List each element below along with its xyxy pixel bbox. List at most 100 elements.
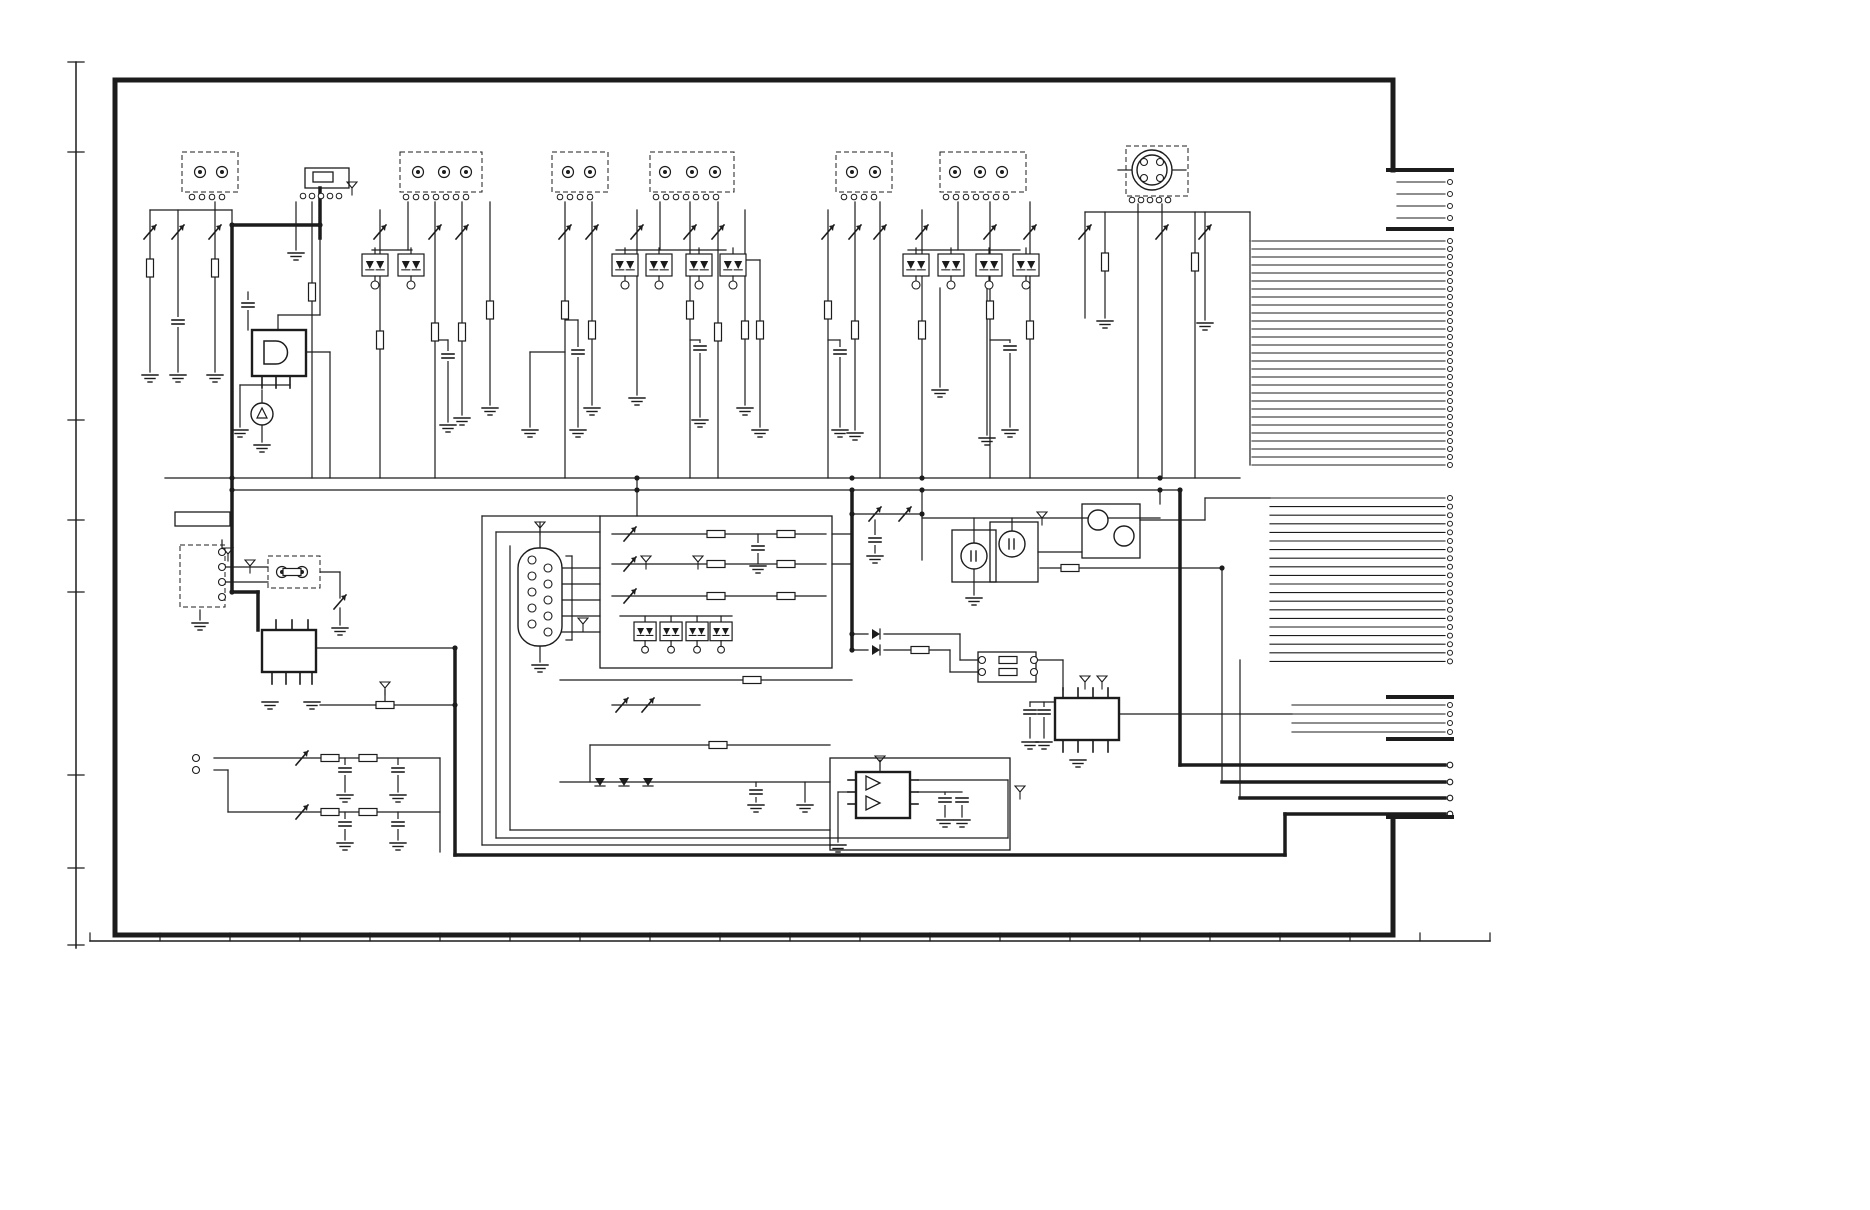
pad-circle-icon [1155,173,1165,183]
cap-mask [1024,707,1036,717]
diode-pack [902,253,930,277]
transistor-arrow-icon [303,805,308,811]
resistor [776,529,796,539]
dsub-pin-icon [527,571,537,581]
connector-pin-icon [1447,598,1453,605]
component-block-outline [599,515,833,669]
connector-pin-icon [1447,546,1453,553]
pad-circle-icon [217,592,227,602]
pad-circle-icon [694,280,704,290]
connector-dot-icon [690,170,694,174]
junction-dot [1219,565,1225,571]
rail-triangle-icon [873,755,887,763]
junction-dot [849,475,855,481]
pin-circle-icon [422,193,430,201]
connector-pin-icon [1447,262,1453,268]
diode-icon [917,261,926,269]
resistor [850,320,860,340]
pad-circle-icon [667,645,675,654]
connector-pin-icon [1447,358,1453,364]
pin-circle-icon [672,193,680,201]
connector-pin-icon [1447,589,1453,596]
cap-mask [442,351,454,361]
pin-circle-icon [208,193,216,201]
resistor [1190,252,1200,272]
dsub-pin-icon [527,619,537,629]
junction-dot [452,645,458,651]
connector-pin-icon [1447,382,1453,388]
pin-circle-icon [692,193,700,201]
diode-icon [872,645,880,655]
diode-icon [401,261,410,269]
diode-icon [619,778,629,786]
diode-pack [645,253,673,277]
pad-circle-icon [977,655,987,665]
round-component-icon [998,530,1026,558]
ic-block [1053,696,1121,742]
transistor-arrow-icon [179,225,184,231]
connector-pin-icon [1447,310,1453,316]
ic-block [854,770,912,820]
connector-block-outline [551,151,609,193]
transistor-arrow-icon [436,225,441,231]
resistor [375,330,385,350]
pad-circle-icon [946,280,956,290]
connector-pin-icon [1447,286,1453,292]
diode-icon [595,778,605,786]
connector-pin-icon [1447,572,1453,579]
round-component-icon [960,542,988,570]
pad-circle-icon [654,280,664,290]
dsub-pin-icon [543,579,553,589]
resistor [740,320,750,340]
rail-triangle-icon [533,521,547,529]
connector-block-outline [939,151,1027,193]
pin-circle-icon [1146,196,1154,204]
transistor-arrow-icon [991,225,996,231]
diode-pack [633,621,657,642]
dsub-pin-icon [543,627,553,637]
connector-dot-icon [953,170,957,174]
junction-dot [317,222,323,228]
pin-circle-icon [218,193,226,201]
junction-dot [919,511,925,517]
pin-circle-icon [972,193,980,201]
resistor [307,282,317,302]
transistor-arrow-icon [341,595,346,601]
pin-circle-icon [860,193,868,201]
connector-pin-icon [1446,810,1454,818]
opamp-symbol-icon [865,794,882,812]
pad-circle-icon [620,280,630,290]
pad-circle-icon [717,645,725,654]
diode-pack [685,621,709,642]
pad-circle-icon [217,547,227,557]
pad-circle-icon [1029,655,1039,665]
resistor [742,675,762,685]
junction-dot [634,475,640,481]
connector-pin-icon [1447,398,1453,404]
cap-mask [1038,707,1050,717]
resistor [485,300,495,320]
connector-pin-icon [1447,366,1453,372]
pin-circle-icon [1137,196,1145,204]
resistor [713,322,723,342]
diode-icon [906,261,915,269]
pin-circle-icon [702,193,710,201]
pin-circle-icon [992,193,1000,201]
connector-pin-icon [1447,615,1453,622]
connector-pin-icon [1447,215,1453,221]
diode-icon [952,261,961,269]
diode-icon [698,627,705,635]
connector-dot-icon [442,170,446,174]
resistor [917,320,927,340]
connector-pin-icon [1447,334,1453,340]
dsub-pin-icon [543,563,553,573]
connector-pin-icon [1447,520,1453,527]
component-block-outline [829,757,1011,851]
diode-pack [1012,253,1040,277]
pad-circle-icon [984,280,994,290]
pin-circle-icon [712,193,720,201]
round-component-icon [1087,509,1109,531]
connector-pin-icon [1447,238,1453,244]
dsub-pin-icon [527,603,537,613]
